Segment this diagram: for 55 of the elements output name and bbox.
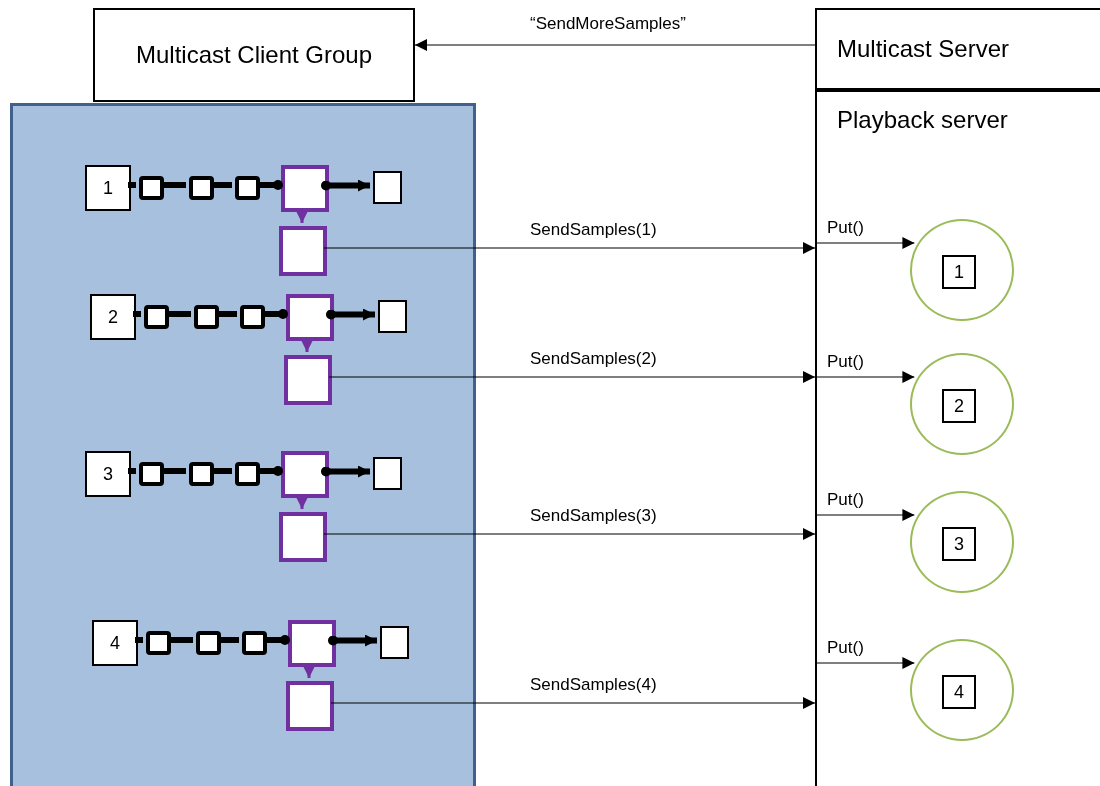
buffer-box bbox=[284, 355, 332, 405]
edge-label: SendSamples(2) bbox=[530, 350, 657, 369]
end-box bbox=[373, 457, 402, 490]
arrow bbox=[814, 657, 915, 669]
numbered-box: 4 bbox=[92, 620, 138, 666]
band-title: Playback server bbox=[837, 106, 1008, 134]
numbered-box: 2 bbox=[942, 389, 976, 423]
server-band bbox=[815, 90, 1100, 786]
edge-label: “SendMoreSamples” bbox=[530, 15, 686, 34]
chain-link-box bbox=[194, 305, 219, 329]
buffer-box bbox=[281, 165, 329, 212]
chain-link-box bbox=[235, 176, 260, 200]
end-box bbox=[378, 300, 407, 333]
arrow bbox=[328, 634, 377, 647]
buffer-box bbox=[286, 681, 334, 731]
buffer-box bbox=[281, 451, 329, 498]
chain-link-box bbox=[240, 305, 265, 329]
chain-link-box bbox=[189, 176, 214, 200]
chain-link-box bbox=[139, 176, 164, 200]
end-box bbox=[380, 626, 409, 659]
arrow bbox=[321, 465, 370, 478]
numbered-box: 3 bbox=[942, 527, 976, 561]
numbered-box: 1 bbox=[85, 165, 131, 211]
numbered-box: 2 bbox=[90, 294, 136, 340]
arrow bbox=[414, 39, 816, 51]
chain-link-box bbox=[144, 305, 169, 329]
chain-link-box bbox=[196, 631, 221, 655]
buffer-box bbox=[279, 226, 327, 276]
panel-background bbox=[10, 103, 476, 786]
arrow bbox=[321, 179, 370, 192]
chain-link-box bbox=[146, 631, 171, 655]
edge-label: SendSamples(1) bbox=[530, 221, 657, 240]
edge-label: SendSamples(3) bbox=[530, 507, 657, 526]
numbered-box: 4 bbox=[942, 675, 976, 709]
server-box: Multicast Server bbox=[815, 8, 1100, 90]
arrow bbox=[814, 237, 915, 249]
numbered-box: 1 bbox=[942, 255, 976, 289]
chain-link-box bbox=[242, 631, 267, 655]
arrow bbox=[326, 308, 375, 321]
edge-label: Put() bbox=[827, 219, 864, 238]
edge-label: SendSamples(4) bbox=[530, 676, 657, 695]
chain-link-box bbox=[235, 462, 260, 486]
chain-link-box bbox=[139, 462, 164, 486]
buffer-box bbox=[286, 294, 334, 341]
edge-label: Put() bbox=[827, 639, 864, 658]
chain-link-box bbox=[189, 462, 214, 486]
buffer-box bbox=[288, 620, 336, 667]
numbered-box: 3 bbox=[85, 451, 131, 497]
buffer-box bbox=[279, 512, 327, 562]
arrow bbox=[814, 509, 915, 521]
edge-label: Put() bbox=[827, 353, 864, 372]
client-group-box: Multicast Client Group bbox=[93, 8, 415, 102]
arrow bbox=[814, 371, 915, 383]
edge-label: Put() bbox=[827, 491, 864, 510]
end-box bbox=[373, 171, 402, 204]
